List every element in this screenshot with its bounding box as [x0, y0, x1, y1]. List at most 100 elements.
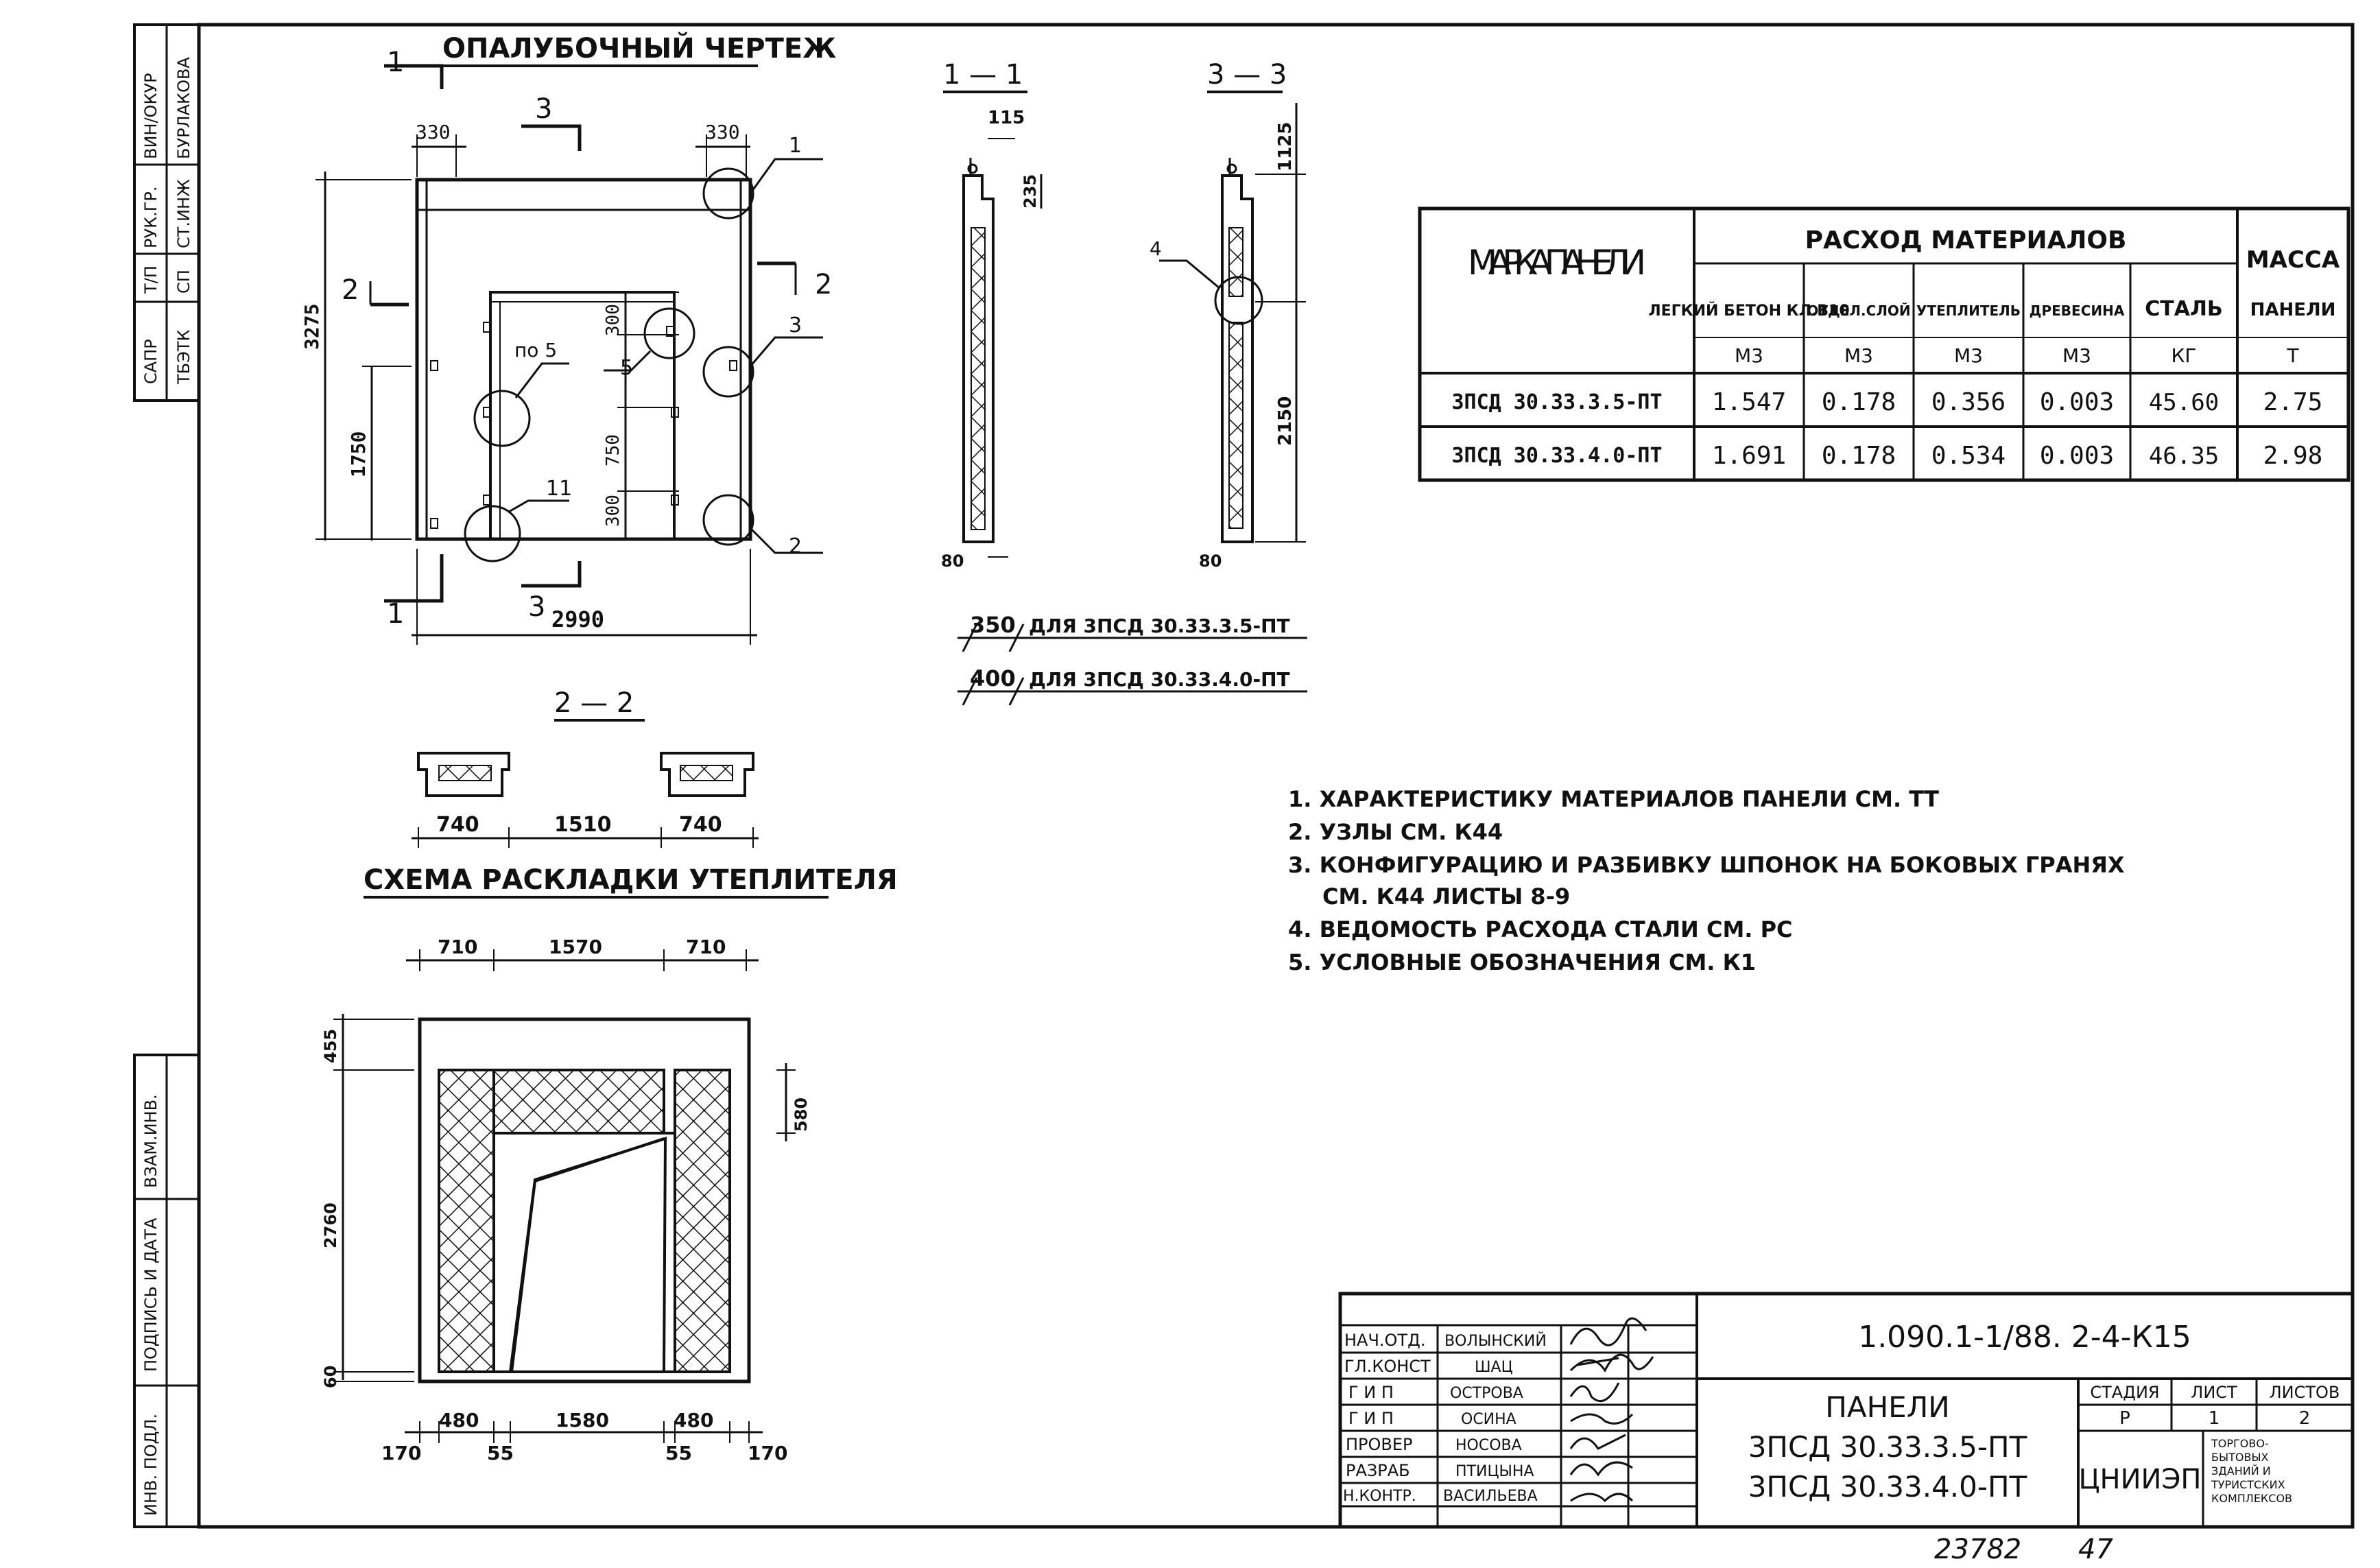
materials-table	[1418, 206, 2351, 482]
section-1-1-title: 1 — 1	[943, 59, 1023, 91]
note-2: 2. УЗЛЫ СМ. К44	[1288, 819, 1503, 845]
footer: 23782 47	[1934, 1534, 2113, 1565]
insulation-labels: 710 1570 710 455 2760 60 580 480 1580 48…	[321, 936, 811, 1464]
sub-unit-1: М3	[1844, 344, 1873, 367]
section-3-3-labels: 1125 2150 80 4	[1150, 122, 1296, 571]
tb-role-4: ПРОВЕР	[1346, 1435, 1413, 1454]
sub-unit-4: КГ	[2171, 344, 2197, 367]
dim-1510: 1510	[554, 813, 612, 837]
callout-5: 5	[620, 356, 633, 380]
tb-role-5: РАЗРАБ	[1346, 1461, 1410, 1480]
section-1-1-labels: 115 235 80	[941, 108, 1040, 571]
dim-330-right: 330	[705, 121, 740, 143]
row2-finish: 0.178	[1822, 442, 1896, 470]
sub-head-5: ПАНЕЛИ	[2250, 300, 2336, 320]
thickness-value-1: 350	[970, 612, 1016, 638]
row2-wood: 0.003	[2040, 442, 2114, 470]
sub-head-3: ДРЕВЕСИНА	[2030, 302, 2125, 319]
note-5: 5. УСЛОВНЫЕ ОБОЗНАЧЕНИЯ СМ. К1	[1288, 949, 1756, 975]
cut-3-top: 3	[535, 93, 552, 125]
sub-head-1: ОТДЕЛ.СЛОЙ	[1807, 302, 1910, 319]
stamp-vzam-inv: ВЗАМ.ИНВ.	[141, 1094, 160, 1188]
section-2-2-labels: 740 1510 740	[436, 813, 722, 837]
stamp-cell-tp: Т/П	[141, 265, 160, 294]
tb-name-1: ШАЦ	[1475, 1359, 1513, 1376]
tb-role-6: Н.КОНТР.	[1343, 1488, 1416, 1505]
callout-3: 3	[789, 313, 802, 337]
sub-unit-0: М3	[1735, 344, 1763, 367]
table-head-mark: МАРКА ПАНЕЛИ	[1468, 243, 1646, 283]
thickness-value-2: 400	[970, 665, 1016, 691]
ins-top-1570: 1570	[549, 936, 602, 958]
cut-1-bottom: 1	[387, 598, 404, 630]
dim-1750: 1750	[347, 431, 370, 477]
dim-740-b: 740	[679, 813, 722, 837]
row1-mass: 2.75	[2263, 388, 2323, 416]
note-3b: СМ. К44 ЛИСТЫ 8-9	[1322, 883, 1570, 910]
tb-code: 1.090.1-1/88. 2-4-К15	[1858, 1320, 2191, 1355]
ins-bot-55-a: 55	[487, 1442, 514, 1464]
row2-insul: 0.534	[1931, 442, 2006, 470]
stamp-cell-burlakova: БУРЛАКОВА	[174, 57, 193, 159]
tb-org-desc-4: КОМПЛЕКСОВ	[2211, 1492, 2292, 1505]
ins-top-710-b: 710	[686, 936, 726, 958]
tb-stage-h: СТАДИЯ	[2090, 1383, 2159, 1402]
ins-bot-170-a: 170	[381, 1442, 421, 1464]
sheet-frame	[197, 23, 2355, 1529]
tb-org-desc-0: ТОРГОВО-	[2211, 1437, 2269, 1450]
stamp-cell-tbetk: ТБЭТК	[174, 329, 193, 385]
section-3-3: 3 — 3	[1159, 59, 1306, 543]
row1-wood: 0.003	[2040, 388, 2114, 416]
stamp-cell-sp: СП	[174, 270, 193, 294]
title-block	[1338, 1292, 2355, 1529]
ins-left-455: 455	[321, 1029, 340, 1063]
ins-left-60: 60	[321, 1366, 340, 1388]
tb-doc-title-2: 3ПСД 30.33.4.0-ПТ	[1748, 1470, 2027, 1504]
footer-inv: 23782	[1934, 1534, 2021, 1565]
ins-bot-55-b: 55	[665, 1442, 692, 1464]
dim-3275: 3275	[300, 304, 323, 350]
dim-300-top: 300	[603, 304, 623, 336]
tb-org: ЦНИИЭП	[2079, 1464, 2202, 1495]
approval-stamp-top: САПР Т/П РУК.ГР. ВИН/ОКУР ТБЭТК СП СТ.ИН…	[133, 23, 200, 402]
stamp-cell-rukgr: РУК.ГР.	[141, 186, 160, 248]
tb-name-6: ВАСИЛЬЕВА	[1443, 1488, 1538, 1505]
approval-stamp-left: ИНВ. ПОДЛ. ПОДПИСЬ И ДАТА ВЗАМ.ИНВ.	[133, 1054, 200, 1528]
formwork-labels: 1 1 3 3 2 2 330 330 3275 1750 2990 300 7…	[300, 47, 832, 632]
dim-330-left: 330	[416, 121, 451, 143]
row2-steel: 46.35	[2149, 442, 2219, 470]
tb-sheets-h: ЛИСТОВ	[2270, 1383, 2340, 1402]
tb-name-0: ВОЛЫНСКИЙ	[1444, 1332, 1547, 1350]
dim-80-s1: 80	[941, 551, 964, 571]
ins-bot-1580: 1580	[556, 1409, 609, 1432]
tb-name-5: ПТИЦЫНА	[1455, 1463, 1534, 1480]
thickness-label-1: ДЛЯ 3ПСД 30.33.3.5-ПТ	[1029, 615, 1290, 637]
stamp-cell-sapr: САПР	[141, 339, 160, 384]
ins-bot-480-a: 480	[439, 1409, 479, 1432]
tb-stage: Р	[2119, 1408, 2130, 1429]
row1-steel: 45.60	[2149, 389, 2219, 416]
row1-insul: 0.356	[1931, 388, 2006, 416]
sub-unit-3: М3	[2062, 344, 2091, 367]
ins-top-710-a: 710	[438, 936, 477, 958]
sub-unit-2: М3	[1954, 344, 1983, 367]
insulation-title: СХЕМА РАСКЛАДКИ УТЕПЛИТЕЛЯ	[364, 864, 898, 896]
tb-role-2: Г И П	[1348, 1383, 1394, 1402]
row1-mark: 3ПСД 30.33.3.5-ПТ	[1451, 390, 1662, 414]
section-1-1: 1 — 1	[943, 59, 1043, 558]
general-notes: 1. ХАРАКТЕРИСТИКУ МАТЕРИАЛОВ ПАНЕЛИ СМ. …	[1288, 786, 2125, 975]
row2-mark: 3ПСД 30.33.4.0-ПТ	[1451, 444, 1662, 468]
row2-mass: 2.98	[2263, 442, 2323, 470]
tb-sheets: 2	[2299, 1408, 2311, 1429]
section-2-2: 2 — 2	[412, 687, 759, 848]
sub-head-2: УТЕПЛИТЕЛЬ	[1916, 302, 2021, 319]
section-3-3-title: 3 — 3	[1207, 59, 1287, 91]
tb-name-2: ОСТРОВА	[1450, 1385, 1523, 1402]
dim-80-s3: 80	[1199, 551, 1222, 571]
cut-2-right: 2	[815, 269, 832, 300]
ins-left-2760: 2760	[321, 1202, 340, 1248]
materials-table-text: МАРКА ПАНЕЛИ РАСХОД МАТЕРИАЛОВ МАССА ЛЕГ…	[1451, 226, 2340, 470]
tb-doc-title-1: 3ПСД 30.33.3.5-ПТ	[1748, 1430, 2027, 1464]
dim-235: 235	[1021, 174, 1040, 209]
